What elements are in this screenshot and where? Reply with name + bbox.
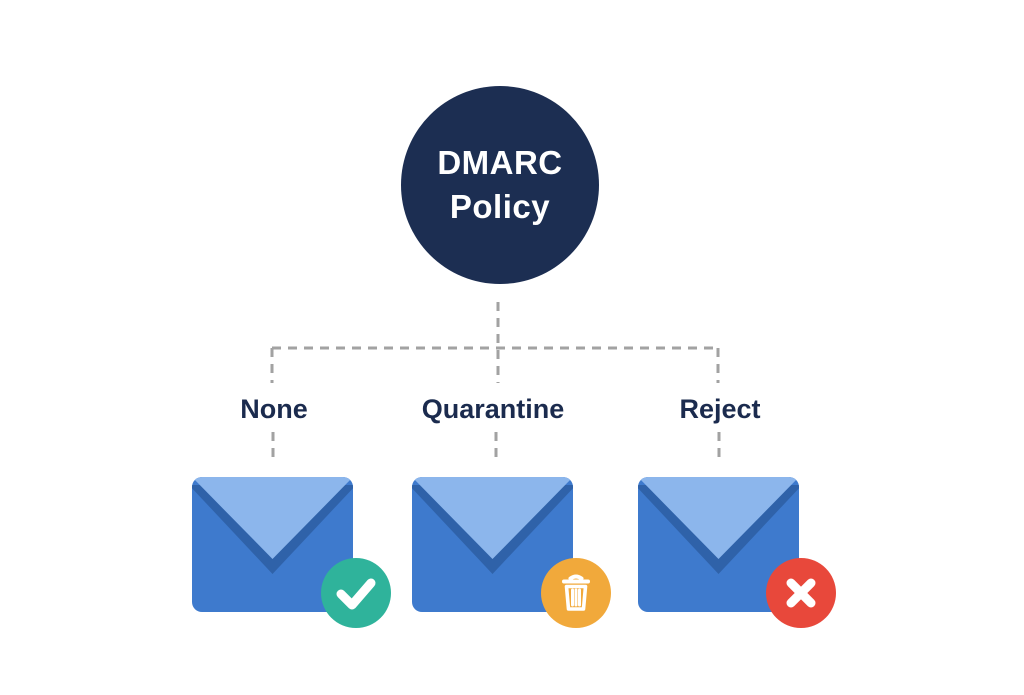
branch-label-quarantine: Quarantine: [421, 394, 565, 424]
branch-label-reject: Reject: [679, 394, 761, 424]
status-badge-delivered: [321, 558, 391, 628]
x-icon: [786, 578, 816, 608]
branch-label-none: None: [240, 394, 308, 424]
trash-icon: [562, 574, 590, 611]
root-label-line1: DMARC: [437, 144, 563, 181]
envelope-icon-none: [192, 477, 353, 612]
check-icon: [336, 578, 376, 610]
root-label-line2: Policy: [449, 188, 551, 225]
status-badge-quarantined: [541, 558, 611, 628]
root-node-dmarc-policy: DMARC Policy: [401, 86, 599, 284]
status-badge-rejected: [766, 558, 836, 628]
envelope-icon-quarantine: [412, 477, 573, 612]
envelope-icon-reject: [638, 477, 799, 612]
